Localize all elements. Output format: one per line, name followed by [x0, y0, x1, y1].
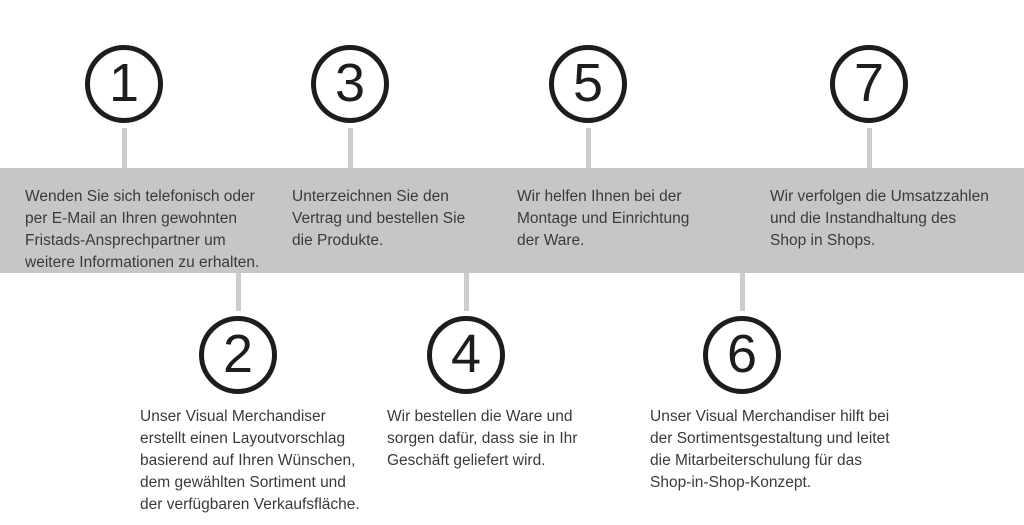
step-4-circle: 4: [427, 316, 505, 394]
step-4-number: 4: [450, 324, 482, 384]
step-2-description: Unser Visual Merchandiser erstellt einen…: [140, 408, 360, 513]
step-5-number: 5: [572, 53, 604, 113]
step-6-circle: 6: [703, 316, 781, 394]
step-3-number: 3: [334, 53, 366, 113]
step-6-number: 6: [726, 324, 758, 384]
step-5-circle: 5: [549, 45, 627, 123]
step-7-connector: [867, 128, 872, 168]
step-4-description: Wir bestellen die Ware und sorgen dafür,…: [387, 408, 578, 469]
step-6-description: Unser Visual Merchandiser hilft bei der …: [650, 408, 890, 491]
step-3-connector: [348, 128, 353, 168]
step-4-connector: [464, 273, 469, 311]
step-7-description: Wir verfolgen die Umsatzzahlen und die I…: [770, 188, 989, 249]
step-2-number: 2: [222, 324, 254, 384]
step-5-description: Wir helfen Ihnen bei der Montage und Ein…: [517, 188, 690, 249]
step-1-circle: 1: [85, 45, 163, 123]
description-band: [0, 168, 1024, 273]
step-2-circle: 2: [199, 316, 277, 394]
step-2-connector: [236, 273, 241, 311]
step-7-number: 7: [853, 53, 885, 113]
step-1-connector: [122, 128, 127, 168]
step-3-description: Unterzeichnen Sie den Vertrag und bestel…: [292, 188, 466, 249]
step-6-connector: [740, 273, 745, 311]
step-5-connector: [586, 128, 591, 168]
step-7-circle: 7: [830, 45, 908, 123]
step-3-circle: 3: [311, 45, 389, 123]
step-1-description: Wenden Sie sich telefonisch oder per E-M…: [25, 188, 260, 271]
step-1-number: 1: [108, 53, 140, 113]
